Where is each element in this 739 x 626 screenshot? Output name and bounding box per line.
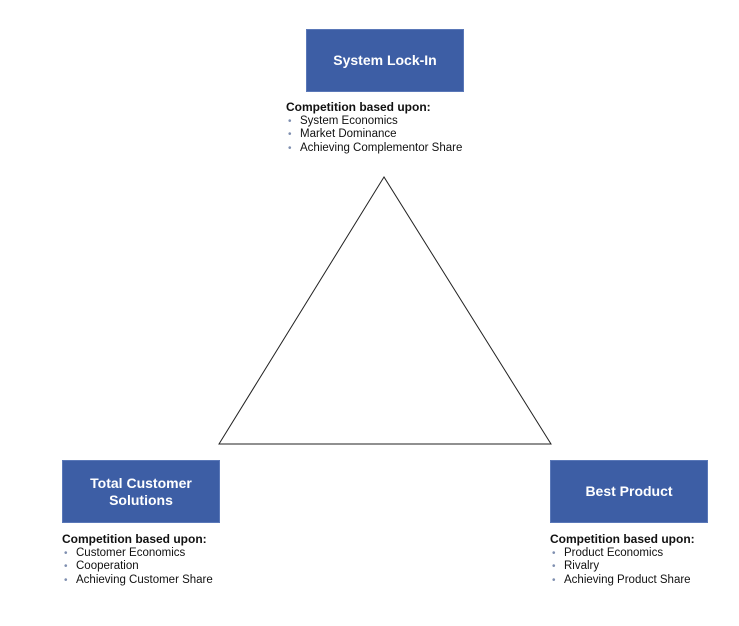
bullet-icon: • [64,561,68,572]
bullet-icon: • [288,115,292,127]
list-item: •Cooperation [64,560,139,572]
node-label: System Lock-In [333,52,437,68]
list-item: •Customer Economics [64,546,186,559]
description-heading: Competition based upon: [550,532,695,546]
bullet-icon: • [552,561,556,572]
bullet-icon: • [288,129,292,140]
description-list: •Customer Economics •Cooperation •Achiev… [62,547,213,588]
list-item: •Product Economics [552,546,664,559]
node-best-product: Best Product [550,460,708,523]
list-item: •Achieving Complementor Share [288,141,463,154]
bullet-icon: • [288,142,292,154]
list-item: •Rivalry [552,560,600,572]
node-total-customer-solutions: Total Customer Solutions [62,460,220,523]
description-heading: Competition based upon: [62,532,207,546]
bullet-icon: • [552,574,556,586]
node-description-best-product: Competition based upon: •Product Economi… [550,532,695,588]
node-description-total-customer-solutions: Competition based upon: •Customer Econom… [62,532,213,588]
list-item: •Market Dominance [288,128,397,140]
description-list: •System Economics •Market Dominance •Ach… [286,115,462,156]
bullet-icon: • [552,547,556,559]
node-label: Best Product [585,483,673,499]
list-item: •System Economics [288,114,398,127]
description-list: •Product Economics •Rivalry •Achieving P… [550,547,695,588]
node-label: Total Customer Solutions [90,474,192,508]
triangle-outline [218,176,552,445]
node-description-system-lock-in: Competition based upon: •System Economic… [286,100,462,156]
node-system-lock-in: System Lock-In [306,29,464,92]
description-heading: Competition based upon: [286,100,431,114]
list-item: •Achieving Customer Share [64,573,213,586]
bullet-icon: • [64,547,68,559]
list-item: •Achieving Product Share [552,573,691,586]
bullet-icon: • [64,574,68,586]
